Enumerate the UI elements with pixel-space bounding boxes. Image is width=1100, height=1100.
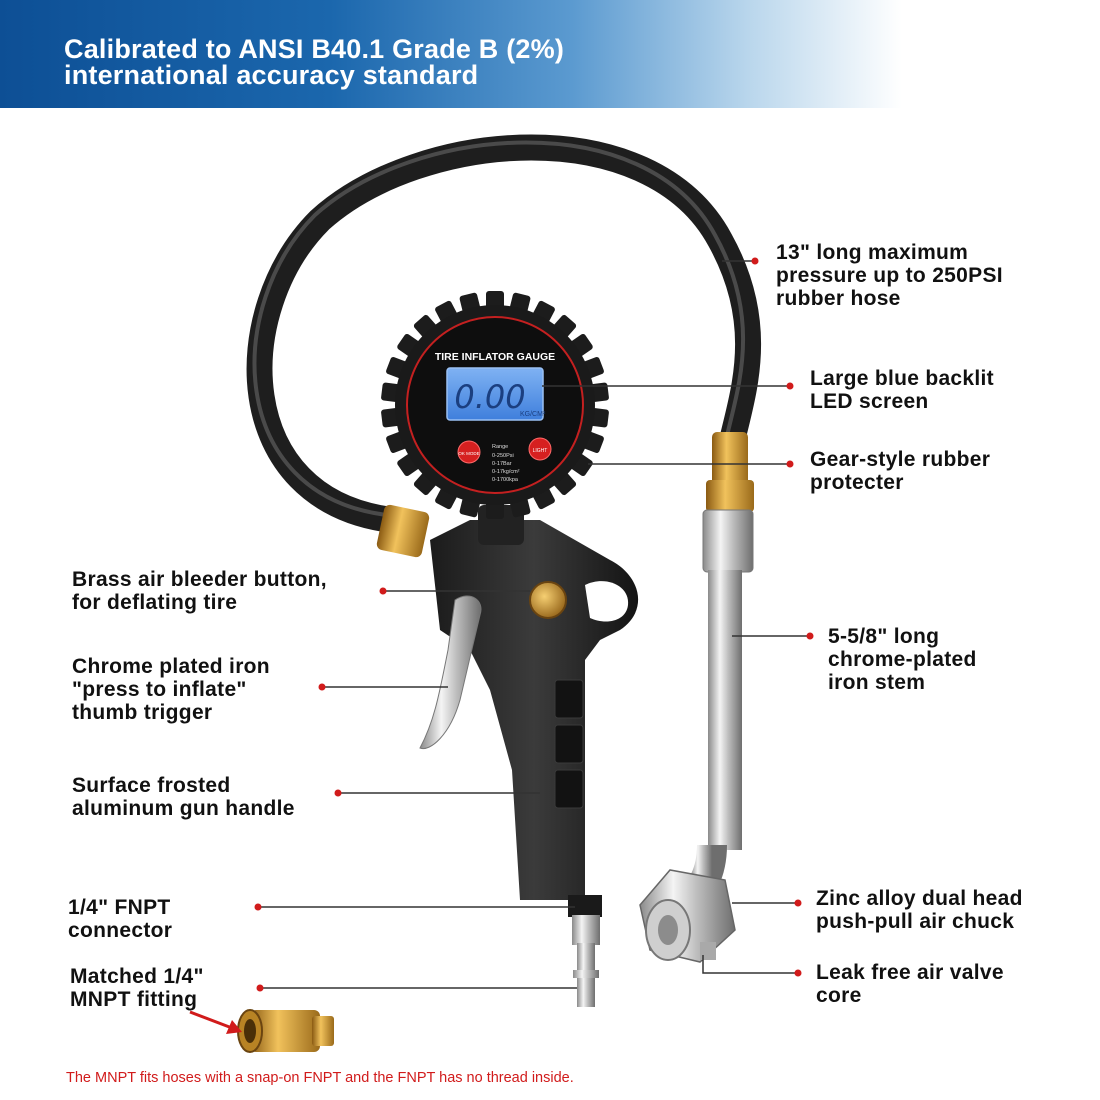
callout-line: MNPT fitting bbox=[70, 988, 198, 1011]
dual-head-air-chuck bbox=[639, 869, 736, 963]
footnote: The MNPT fits hoses with a snap-on FNPT … bbox=[66, 1070, 574, 1086]
callout-line: connector bbox=[68, 919, 173, 942]
callout-trigger: Chrome plated iron "press to inflate" th… bbox=[72, 655, 270, 724]
callout-line: thumb trigger bbox=[72, 701, 213, 724]
callout-line: Large blue backlit bbox=[810, 367, 994, 390]
callout-line: iron stem bbox=[828, 671, 926, 694]
mode-button bbox=[457, 440, 481, 464]
callout-line: LED screen bbox=[810, 390, 929, 413]
callout-line: 1/4" FNPT bbox=[68, 896, 171, 919]
callout-line: Surface frosted bbox=[72, 774, 231, 797]
range-line: 0-1700kpa bbox=[492, 477, 519, 483]
banner-title-line2: international accuracy standard bbox=[64, 60, 479, 90]
callout-mnpt: Matched 1/4" MNPT fitting bbox=[70, 965, 204, 1011]
callout-line: 5-5/8" long bbox=[828, 625, 940, 648]
callout-line: core bbox=[816, 984, 862, 1007]
callout-line: push-pull air chuck bbox=[816, 910, 1015, 933]
light-button bbox=[528, 437, 552, 461]
chrome-stem bbox=[708, 570, 742, 850]
callout-stem: 5-5/8" long chrome-plated iron stem bbox=[828, 625, 977, 694]
callout-handle: Surface frosted aluminum gun handle bbox=[72, 774, 295, 820]
mode-button-label: OK MODE bbox=[458, 451, 479, 456]
gauge-title: TIRE INFLATOR GAUGE bbox=[435, 351, 555, 363]
callout-hose: 13" long maximum pressure up to 250PSI r… bbox=[776, 241, 1003, 310]
lcd-unit: KG/CM² bbox=[520, 411, 546, 418]
callout-line: protecter bbox=[810, 471, 904, 494]
callout-line: rubber hose bbox=[776, 287, 901, 310]
callout-fnpt: 1/4" FNPT connector bbox=[68, 896, 172, 942]
callout-leaders bbox=[258, 260, 808, 989]
callout-protector: Gear-style rubber protecter bbox=[810, 448, 990, 494]
callout-dots bbox=[254, 257, 814, 992]
gun-body bbox=[430, 520, 639, 900]
callout-chuck: Zinc alloy dual head push-pull air chuck bbox=[816, 887, 1023, 933]
callout-line: Leak free air valve bbox=[816, 961, 1004, 984]
callout-line: chrome-plated bbox=[828, 648, 977, 671]
range-line: 0-17Bar bbox=[492, 461, 512, 467]
hose-ferrule-right bbox=[712, 432, 748, 488]
range-line: 0-250Psi bbox=[492, 453, 514, 459]
header-banner bbox=[0, 0, 1100, 108]
callout-line: Chrome plated iron bbox=[72, 655, 270, 678]
hose-ferrule-left bbox=[376, 504, 430, 558]
callout-line: Gear-style rubber bbox=[810, 448, 991, 471]
fnpt-connector bbox=[568, 895, 602, 917]
callout-line: Matched 1/4" bbox=[70, 965, 204, 988]
callout-valve: Leak free air valve core bbox=[816, 961, 1004, 1007]
range-line: 0-17kg/cm² bbox=[492, 469, 520, 475]
bleeder-button bbox=[529, 581, 567, 619]
rubber-hose bbox=[246, 134, 762, 533]
callout-line: aluminum gun handle bbox=[72, 797, 295, 820]
lcd-reading: 0.00 bbox=[454, 378, 525, 416]
stem-nut bbox=[702, 509, 754, 573]
callout-line: "press to inflate" bbox=[72, 678, 247, 701]
range-title: Range bbox=[492, 444, 508, 450]
callout-screen: Large blue backlit LED screen bbox=[810, 367, 994, 413]
lcd-screen bbox=[446, 367, 544, 421]
callout-line: Brass air bleeder button, bbox=[72, 568, 327, 591]
thumb-trigger bbox=[419, 595, 482, 750]
callout-line: pressure up to 250PSI bbox=[776, 264, 1003, 287]
callout-bleeder: Brass air bleeder button, for deflating … bbox=[72, 568, 327, 614]
callout-line: 13" long maximum bbox=[776, 241, 969, 264]
callout-line: for deflating tire bbox=[72, 591, 238, 614]
mnpt-fitting bbox=[237, 1009, 334, 1053]
fitting-arrow bbox=[189, 1010, 233, 1030]
banner-title-line1: Calibrated to ANSI B40.1 Grade B (2%) bbox=[64, 34, 565, 64]
callout-line: Zinc alloy dual head bbox=[816, 887, 1023, 910]
light-button-label: LIGHT bbox=[533, 448, 548, 454]
